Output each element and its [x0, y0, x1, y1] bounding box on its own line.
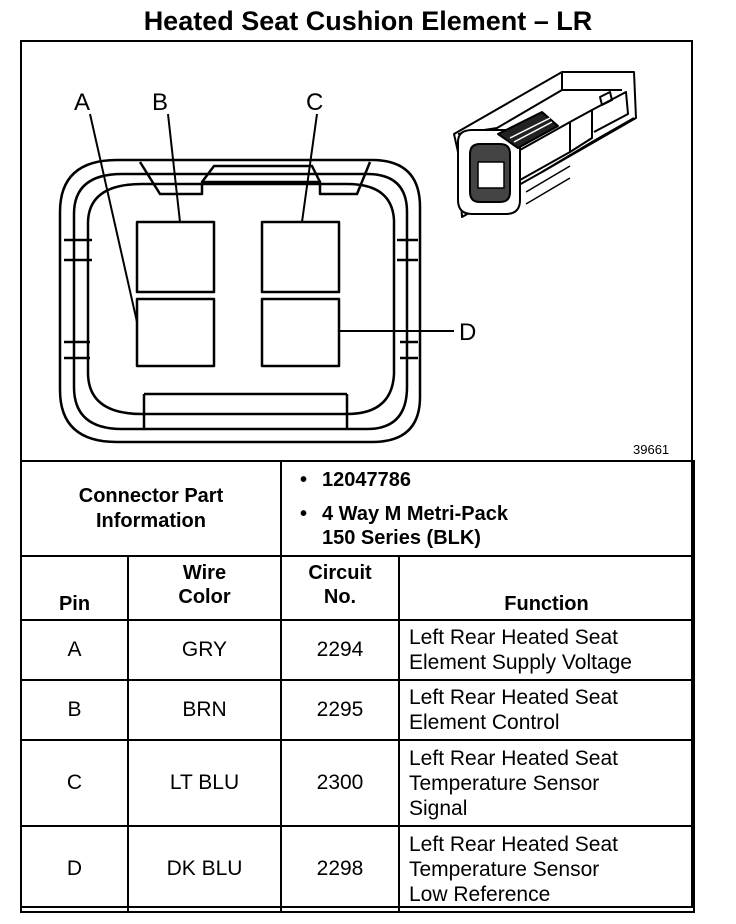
connector-face-outer: [58, 158, 422, 444]
cavity-b: [135, 220, 216, 294]
connector-series: 150 Series (BLK): [322, 526, 481, 549]
circuit-cell: 2300: [280, 739, 400, 827]
connector-face-inner: [72, 172, 409, 431]
pin-label-a: A: [74, 89, 90, 116]
cavity-d: [260, 297, 341, 368]
circuit-cell: 2294: [280, 619, 400, 681]
bottom-key: [142, 392, 349, 430]
page-title: Heated Seat Cushion Element – LR: [143, 6, 593, 36]
color-cell: BRN: [127, 679, 282, 741]
figure-number: 39661: [633, 442, 669, 457]
pin-label-b: B: [152, 89, 168, 116]
cavity-a: [135, 297, 216, 368]
pinout-table: Connector Part Information •12047786 •4 …: [20, 460, 695, 913]
header-pin: Pin: [20, 555, 129, 621]
pin-cell: C: [20, 739, 129, 827]
connector-diagram: A B C D 39661: [58, 71, 669, 457]
pin-label-d: D: [459, 319, 476, 346]
connector-info-label: Connector Part Information: [20, 460, 282, 557]
color-cell: DK BLU: [127, 825, 282, 913]
top-latch: [138, 161, 372, 196]
connector-illustration: [453, 71, 637, 218]
pin-cell: D: [20, 825, 129, 913]
pin-label-c: C: [306, 89, 323, 116]
color-cell: LT BLU: [127, 739, 282, 827]
circuit-cell: 2298: [280, 825, 400, 913]
circuit-cell: 2295: [280, 679, 400, 741]
pin-cell: A: [20, 619, 129, 681]
pin-cell: B: [20, 679, 129, 741]
leader-b: [167, 113, 181, 223]
connector-type: •4 Way M Metri-Pack: [300, 502, 508, 525]
header-function: Function: [398, 555, 695, 621]
part-number: •12047786: [300, 468, 411, 491]
connector-info-list: •12047786 •4 Way M Metri-Pack 150 Series…: [280, 460, 695, 557]
color-cell: GRY: [127, 619, 282, 681]
leader-c: [301, 113, 318, 223]
cavity-c: [260, 220, 341, 294]
leader-a: [89, 113, 138, 323]
